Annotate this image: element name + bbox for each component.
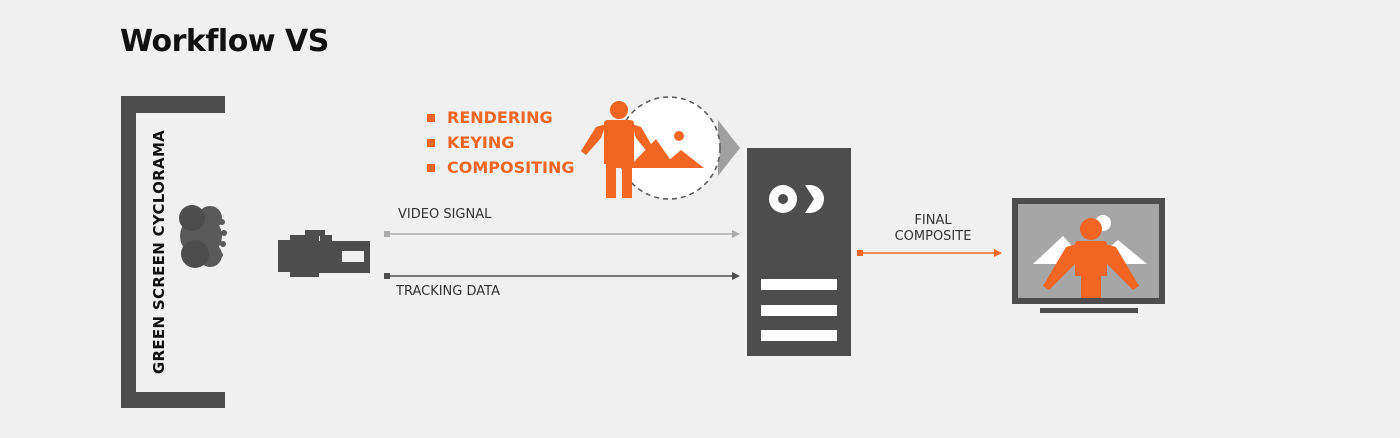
cyclorama-bracket [121, 96, 225, 408]
final-composite-label: FINAL COMPOSITE [894, 213, 972, 244]
bullet-square-icon [427, 113, 435, 122]
video-signal-label: VIDEO SIGNAL [398, 207, 492, 222]
processing-bubble [617, 96, 740, 200]
final-composite-arrow [857, 249, 1002, 257]
bullet-square-icon [427, 138, 435, 147]
process-list: RENDERING KEYING COMPOSITING [427, 105, 574, 180]
person-icon [581, 101, 655, 198]
monitor-icon [1012, 198, 1165, 313]
presenter-icon [179, 205, 227, 268]
sun-icon [674, 131, 684, 141]
video-signal-arrow [384, 230, 740, 238]
process-item-rendering: RENDERING [427, 105, 574, 130]
server-icon [747, 148, 851, 356]
process-item-keying: KEYING [427, 130, 574, 155]
camera-icon [278, 230, 370, 277]
tracking-data-label: TRACKING DATA [396, 284, 500, 299]
page-title: Workflow VS [120, 24, 329, 59]
process-item-compositing: COMPOSITING [427, 155, 574, 180]
bullet-square-icon [427, 163, 435, 172]
tracking-data-arrow [384, 272, 740, 280]
landscape-icon [628, 139, 704, 168]
